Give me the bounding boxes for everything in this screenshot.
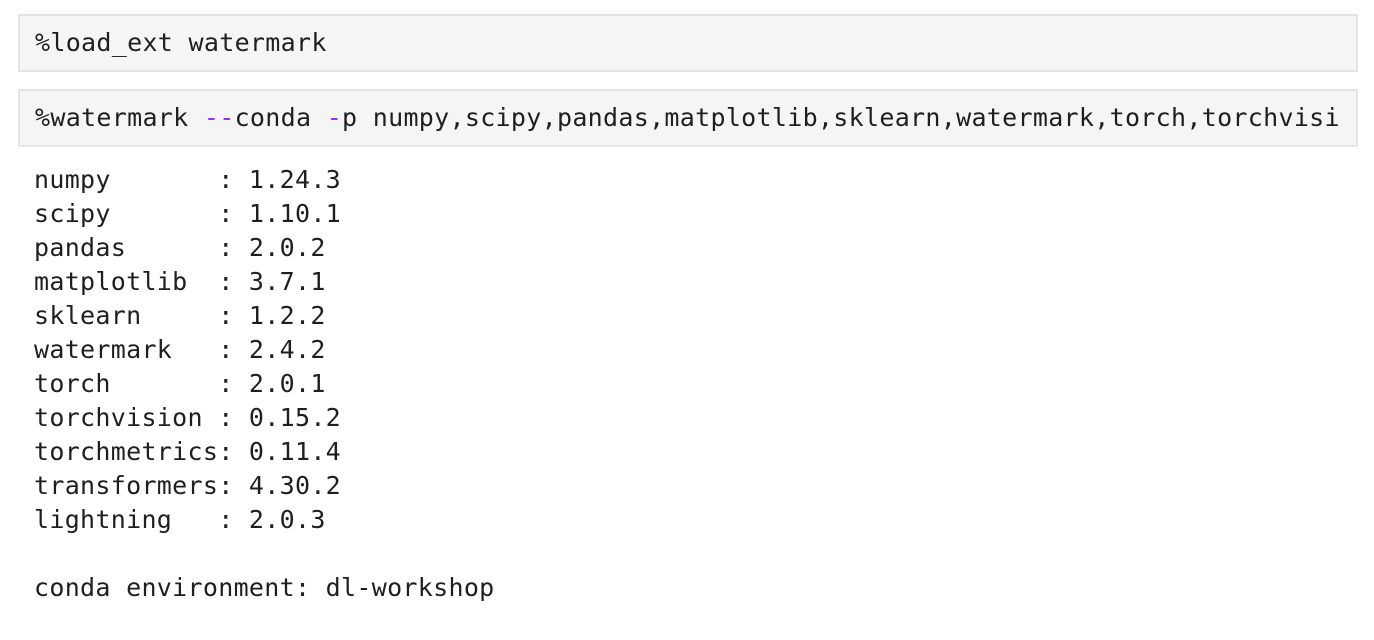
code-cell-watermark-command[interactable]: %watermark --conda -p numpy,scipy,pandas… (18, 89, 1358, 147)
watermark-output: numpy : 1.24.3 scipy : 1.10.1 pandas : 2… (34, 165, 495, 602)
notebook-page: %load_ext watermark %watermark --conda -… (0, 14, 1374, 640)
operator-token: - (326, 103, 343, 132)
code-token: %watermark (35, 103, 204, 132)
code-token: p numpy,scipy,pandas,matplotlib,sklearn,… (342, 103, 1340, 132)
code-token: conda (234, 103, 327, 132)
code-token: %load_ext watermark (35, 28, 327, 57)
operator-token: -- (203, 103, 235, 132)
code-cell-load-ext[interactable]: %load_ext watermark (18, 14, 1358, 72)
